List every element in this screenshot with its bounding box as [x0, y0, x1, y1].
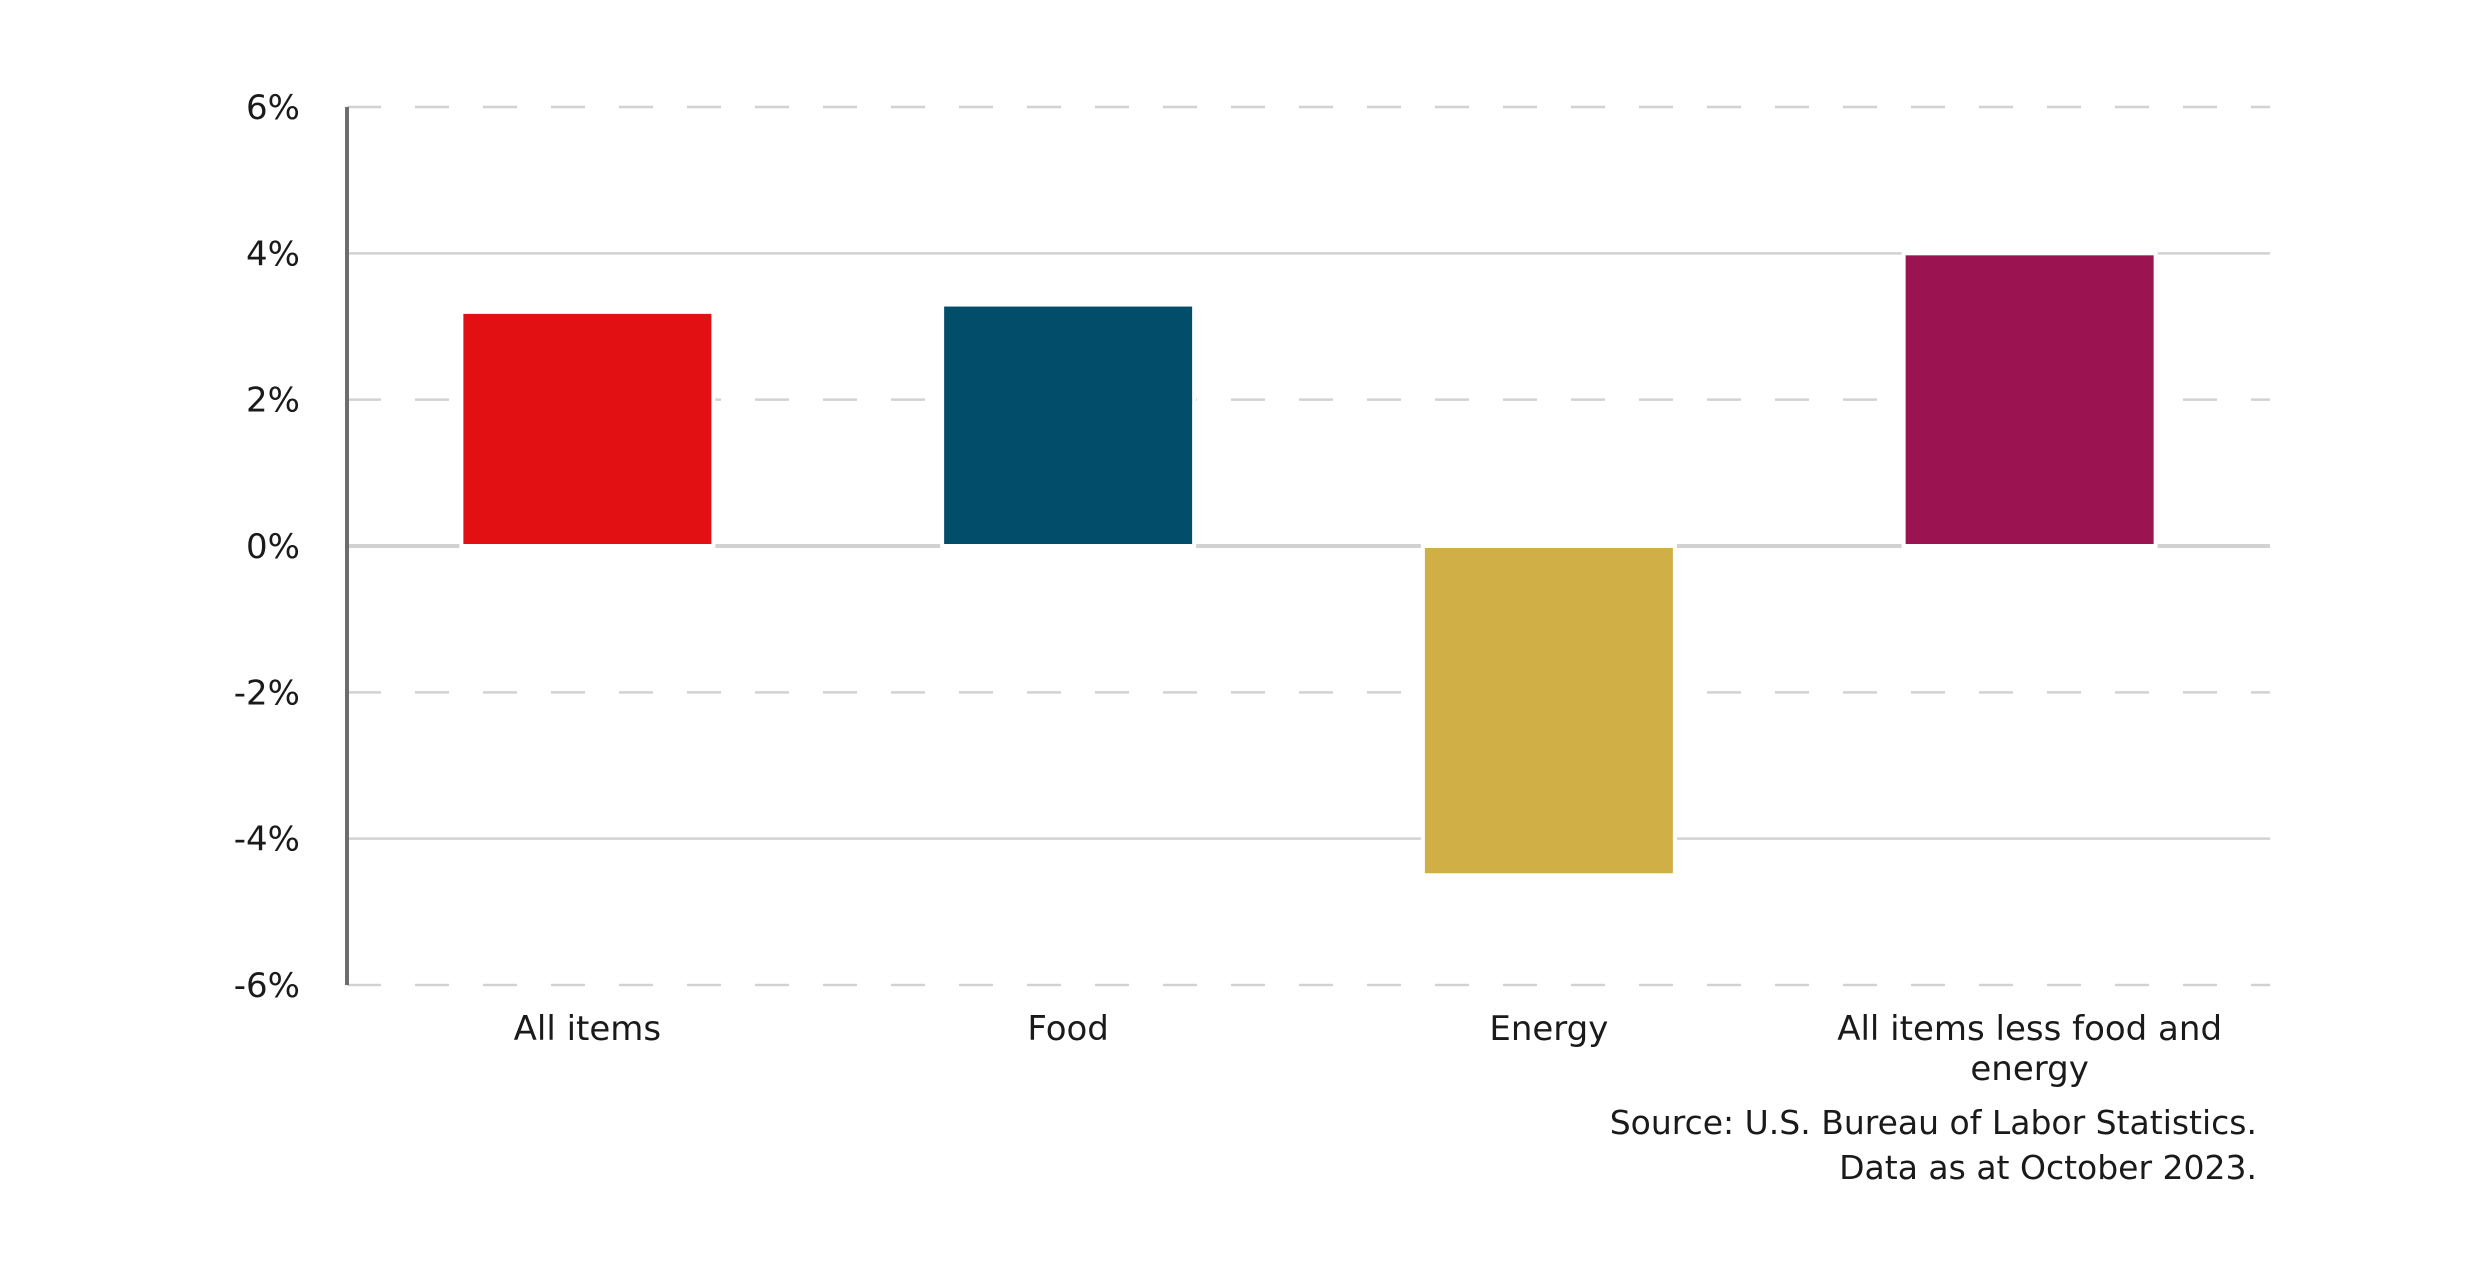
x-tick-label: Energy — [1489, 1009, 1608, 1049]
y-tick-label: 4% — [246, 234, 300, 274]
x-tick-label-line: Food — [1027, 1009, 1109, 1049]
bar — [1420, 544, 1677, 878]
x-tick-label-line: All items less food and — [1837, 1009, 2222, 1049]
y-tick-label: -6% — [234, 966, 300, 1006]
y-tick-label: -4% — [234, 820, 300, 860]
x-tick-label-line: All items — [514, 1009, 662, 1049]
x-tick-label-line: energy — [1970, 1049, 2088, 1089]
bar — [459, 309, 716, 548]
source-note: Source: U.S. Bureau of Labor Statistics.… — [1610, 1100, 2257, 1190]
data-date-line: Data as at October 2023. — [1839, 1148, 2257, 1187]
bar — [1901, 251, 2158, 548]
x-tick-label: All items — [514, 1009, 662, 1049]
bar — [940, 302, 1197, 548]
x-tick-label: Food — [1027, 1009, 1109, 1049]
y-tick-label: 2% — [246, 381, 300, 421]
source-line: Source: U.S. Bureau of Labor Statistics. — [1609, 1103, 2257, 1142]
y-tick-label: 6% — [246, 88, 300, 128]
y-tick-label: 0% — [246, 527, 300, 567]
y-tick-label: -2% — [234, 673, 300, 713]
x-tick-label-line: Energy — [1489, 1009, 1608, 1049]
